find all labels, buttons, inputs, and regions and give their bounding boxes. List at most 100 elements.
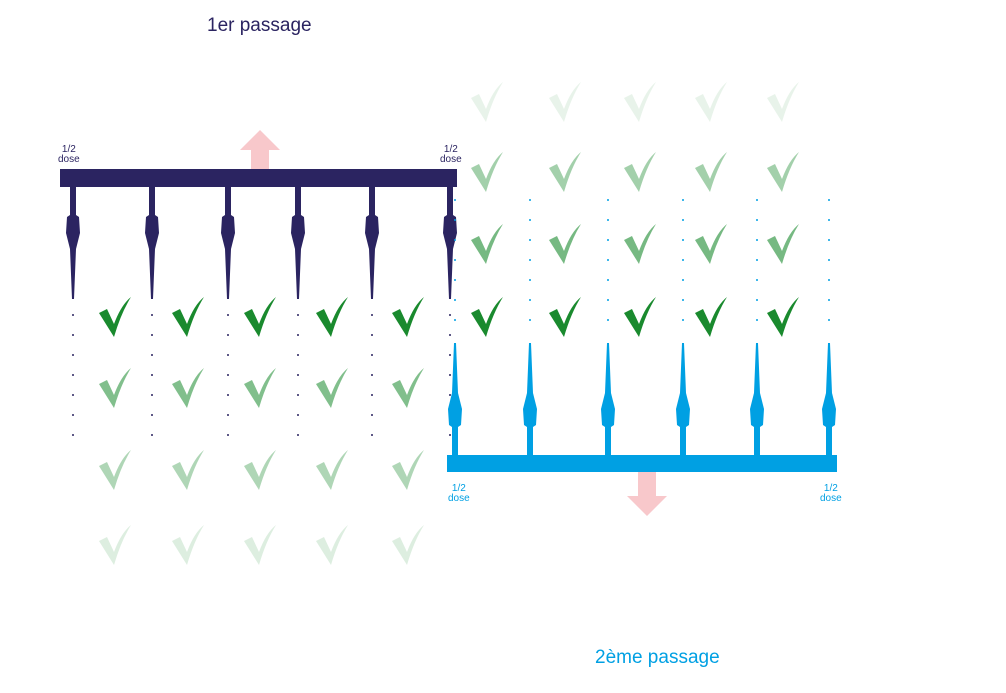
spray-dot <box>449 434 451 436</box>
check-icon <box>316 450 348 490</box>
check-icon <box>695 152 727 192</box>
spray-dot <box>607 279 609 281</box>
spray-dot <box>756 259 758 261</box>
dose-fraction: 1/2 <box>823 483 838 494</box>
pass1-title: 1er passage <box>207 15 312 36</box>
check-icon <box>695 224 727 264</box>
spray-dot <box>828 319 830 321</box>
dose-fraction: 1/2 <box>443 144 458 155</box>
spray-dot <box>454 259 456 261</box>
spray-dot <box>297 434 299 436</box>
spray-dot <box>151 314 153 316</box>
nozzle-icon <box>448 343 462 455</box>
spray-dot <box>227 414 229 416</box>
dose-fraction: 1/2 <box>451 483 466 494</box>
arrow-down-icon <box>627 472 667 516</box>
check-icon <box>316 525 348 565</box>
check-icon <box>392 368 424 408</box>
spray-dot <box>529 259 531 261</box>
spray-dot <box>72 374 74 376</box>
spray-dot <box>72 414 74 416</box>
spray-dot <box>607 199 609 201</box>
check-icon <box>471 82 503 122</box>
check-icon <box>695 297 727 337</box>
spray-dot <box>454 319 456 321</box>
spray-dot <box>151 394 153 396</box>
pass2-boom <box>447 455 837 472</box>
spray-dot <box>227 434 229 436</box>
check-icon <box>767 224 799 264</box>
dose-label: dose <box>820 493 842 504</box>
nozzle-icon <box>601 343 615 455</box>
spray-dot <box>227 394 229 396</box>
spray-dot <box>454 299 456 301</box>
pass2-dose-right: 1/2 dose <box>820 484 842 504</box>
spray-dot <box>828 199 830 201</box>
dose-label: dose <box>440 154 462 165</box>
spray-dot <box>371 334 373 336</box>
spray-dot <box>449 354 451 356</box>
nozzle-icon <box>822 343 836 455</box>
check-icon <box>471 224 503 264</box>
spray-dot <box>682 239 684 241</box>
spray-dot <box>449 394 451 396</box>
arrow-up-icon <box>240 130 280 169</box>
spray-dot <box>151 414 153 416</box>
spray-dot <box>607 239 609 241</box>
nozzle-icon <box>750 343 764 455</box>
check-icon <box>244 525 276 565</box>
spray-dot <box>529 239 531 241</box>
check-icon <box>316 297 348 337</box>
spray-dot <box>454 239 456 241</box>
spray-dot <box>297 334 299 336</box>
pass2-title: 2ème passage <box>595 647 720 668</box>
spray-dot <box>682 219 684 221</box>
check-icon <box>471 297 503 337</box>
spray-dot <box>682 199 684 201</box>
spray-dot <box>371 354 373 356</box>
nozzle-icon <box>221 187 235 299</box>
spray-dot <box>682 259 684 261</box>
check-icon <box>172 297 204 337</box>
check-icon <box>392 450 424 490</box>
spray-dot <box>151 354 153 356</box>
check-icon <box>767 82 799 122</box>
dose-fraction: 1/2 <box>61 144 76 155</box>
spray-dot <box>72 434 74 436</box>
spray-dot <box>297 314 299 316</box>
check-icon <box>549 152 581 192</box>
spray-dot <box>529 199 531 201</box>
spray-dot <box>607 319 609 321</box>
nozzle-icon <box>145 187 159 299</box>
spray-dot <box>529 299 531 301</box>
spray-dot <box>454 219 456 221</box>
check-icon <box>624 297 656 337</box>
spray-dot <box>151 374 153 376</box>
nozzle-icon <box>291 187 305 299</box>
pass1-dose-right: 1/2 dose <box>440 145 462 165</box>
spray-dot <box>828 259 830 261</box>
check-icon <box>172 450 204 490</box>
spray-dot <box>371 394 373 396</box>
spray-dot <box>371 374 373 376</box>
spray-dot <box>529 219 531 221</box>
nozzle-icon <box>523 343 537 455</box>
check-icon <box>471 152 503 192</box>
spray-dot <box>72 314 74 316</box>
spray-dot <box>682 299 684 301</box>
check-icon <box>244 297 276 337</box>
spray-dot <box>227 334 229 336</box>
check-icon <box>695 82 727 122</box>
spray-dot <box>151 334 153 336</box>
check-icon <box>549 82 581 122</box>
spray-dot <box>529 279 531 281</box>
spray-dot <box>828 299 830 301</box>
spray-dot <box>297 394 299 396</box>
spray-dot <box>72 354 74 356</box>
pass2-dose-left: 1/2 dose <box>448 484 470 504</box>
spray-dot <box>72 334 74 336</box>
nozzle-icon <box>365 187 379 299</box>
spray-dot <box>529 319 531 321</box>
spray-dot <box>607 259 609 261</box>
